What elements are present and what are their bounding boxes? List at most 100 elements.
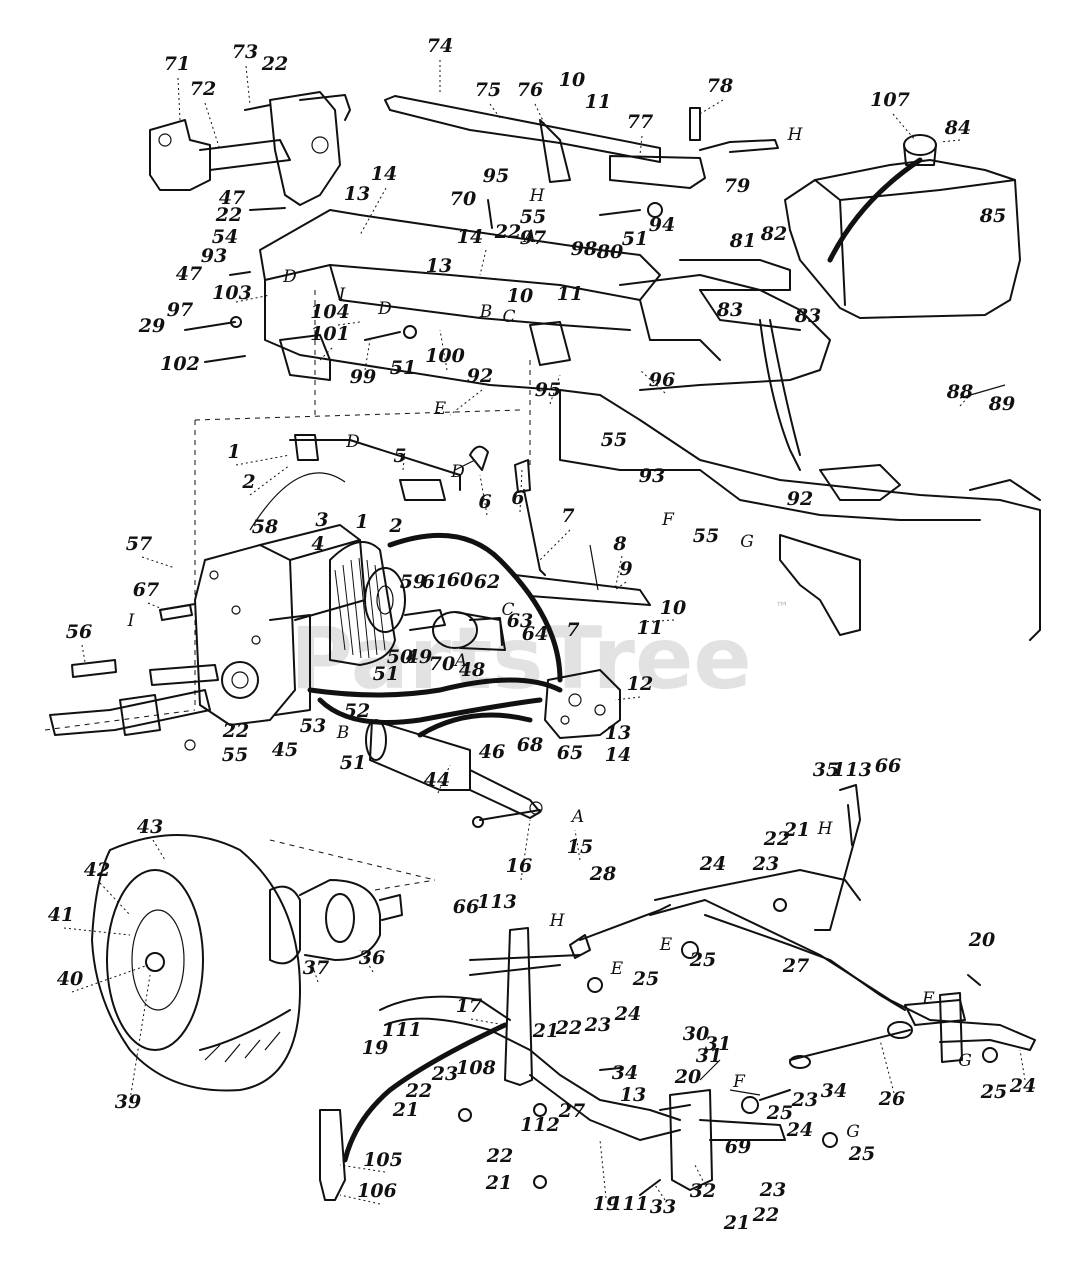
main-chassis [259, 209, 1041, 641]
part-callout-c104: 104 [310, 301, 350, 323]
part-callout-c27b: 27 [558, 1100, 585, 1122]
part-callout-c75: 75 [475, 79, 501, 101]
transaxle-unit [194, 524, 506, 726]
part-callout-c25e: 25 [848, 1143, 875, 1165]
part-callout-c22c: 22 [494, 221, 521, 243]
part-callout-c77: 77 [627, 111, 653, 133]
reference-letter-cA3: A [570, 807, 584, 827]
part-callout-c13d: 13 [620, 1084, 646, 1106]
reference-letter-cE1: E [433, 399, 447, 419]
watermark-trademark: ™ [775, 600, 789, 616]
part-callout-c111a: 111 [382, 1019, 422, 1041]
part-callout-c111b: 111 [609, 1193, 649, 1215]
reference-letter-cI2: I [127, 611, 135, 631]
part-callout-c30: 30 [683, 1023, 709, 1045]
part-callout-c11a: 11 [585, 91, 611, 113]
part-callout-c27a: 27 [782, 955, 809, 977]
part-callout-c12: 12 [627, 673, 653, 695]
part-callout-c13a: 13 [344, 183, 370, 205]
part-callout-c3: 3 [315, 509, 328, 531]
part-callout-c66a: 66 [875, 755, 901, 777]
part-callout-c84: 84 [944, 117, 971, 139]
part-callout-c26: 26 [878, 1088, 905, 1110]
reference-letter-cB2: B [336, 723, 350, 743]
part-callout-c8: 8 [612, 533, 626, 555]
part-callout-c20a: 20 [968, 929, 995, 951]
part-callout-c99: 99 [350, 366, 376, 388]
part-callout-c19b: 19 [593, 1193, 619, 1215]
part-callout-c95a: 95 [483, 165, 509, 187]
part-callout-c81: 81 [729, 230, 756, 252]
part-callout-c22f: 22 [555, 1017, 582, 1039]
frame-bar [384, 95, 779, 189]
part-callout-c42: 42 [84, 859, 110, 881]
part-callout-c96: 96 [649, 369, 675, 391]
reference-letter-cI1: I [338, 285, 346, 305]
part-callout-c100: 100 [425, 345, 465, 367]
reference-letter-cB1: B [479, 302, 493, 322]
reference-letter-cG1: G [740, 532, 754, 552]
part-callout-c113a: 113 [832, 759, 872, 781]
part-callout-c82: 82 [760, 223, 787, 245]
part-callout-c24d: 24 [786, 1119, 813, 1141]
part-callout-c47b: 47 [176, 263, 202, 285]
part-callout-c45: 45 [272, 739, 298, 761]
part-callout-c93b: 93 [639, 465, 665, 487]
part-callout-c55a: 55 [520, 206, 546, 228]
part-callout-c4: 4 [311, 533, 324, 555]
part-callout-c34b: 34 [821, 1080, 847, 1102]
reference-letter-cF1: F [661, 510, 675, 530]
part-callout-c21c: 21 [392, 1099, 419, 1121]
part-callout-c21e: 21 [723, 1212, 750, 1234]
control-valve [544, 669, 621, 739]
part-callout-c1b: 1 [355, 511, 368, 533]
fuel-tank [784, 134, 1021, 319]
part-callout-c20b: 20 [674, 1066, 701, 1088]
part-callout-c10b: 10 [507, 285, 533, 307]
leader-lines [63, 60, 1026, 1205]
part-callout-c113b: 113 [477, 891, 517, 913]
part-callout-c25d: 25 [766, 1102, 793, 1124]
part-callout-c92b: 92 [787, 488, 813, 510]
part-callout-c98: 98 [571, 238, 597, 260]
part-callout-c88: 88 [946, 381, 973, 403]
part-callout-c31a: 31 [696, 1045, 722, 1067]
part-callout-c9: 9 [619, 558, 632, 580]
part-callout-c24a: 24 [699, 853, 726, 875]
part-callout-c71: 71 [164, 53, 190, 75]
part-callout-c13c: 13 [605, 722, 631, 744]
part-callout-c74: 74 [427, 35, 453, 57]
part-callout-c47a: 47 [219, 187, 245, 209]
part-callout-c56: 56 [66, 621, 92, 643]
part-callout-c17: 17 [456, 995, 482, 1017]
part-callout-c70a: 70 [450, 188, 476, 210]
part-callout-c95b: 95 [535, 379, 561, 401]
part-callout-c66b: 66 [453, 896, 479, 918]
part-callout-c102: 102 [160, 353, 200, 375]
part-callout-c6a: 6 [478, 491, 491, 513]
part-callout-c107: 107 [870, 89, 910, 111]
part-callout-c105: 105 [363, 1149, 403, 1171]
part-callout-c51c: 51 [373, 663, 399, 685]
part-callout-c23e: 23 [759, 1179, 786, 1201]
part-callout-c73: 73 [232, 41, 258, 63]
rear-wheel [91, 834, 403, 1092]
part-callout-c25a: 25 [689, 949, 716, 971]
part-callout-c25b: 25 [632, 968, 659, 990]
part-callout-c97b: 97 [167, 299, 193, 321]
reference-letter-cF2: F [921, 989, 935, 1009]
part-callout-c14c: 14 [605, 744, 631, 766]
watermark: PartsTree [290, 609, 752, 709]
part-callout-c11b: 11 [557, 283, 583, 305]
part-callout-c92a: 92 [467, 365, 493, 387]
part-callout-c22e: 22 [763, 828, 790, 850]
part-callout-c37: 37 [303, 957, 329, 979]
hydraulic-hoses [249, 472, 563, 738]
part-callout-c80: 80 [596, 241, 623, 263]
part-callout-c2a: 2 [241, 471, 255, 493]
part-callout-c21b: 21 [532, 1020, 559, 1042]
part-callout-c7b: 7 [566, 619, 579, 641]
part-callout-c65: 65 [557, 742, 583, 764]
part-callout-c85: 85 [979, 205, 1006, 227]
reference-letter-cH2: H [529, 186, 546, 206]
